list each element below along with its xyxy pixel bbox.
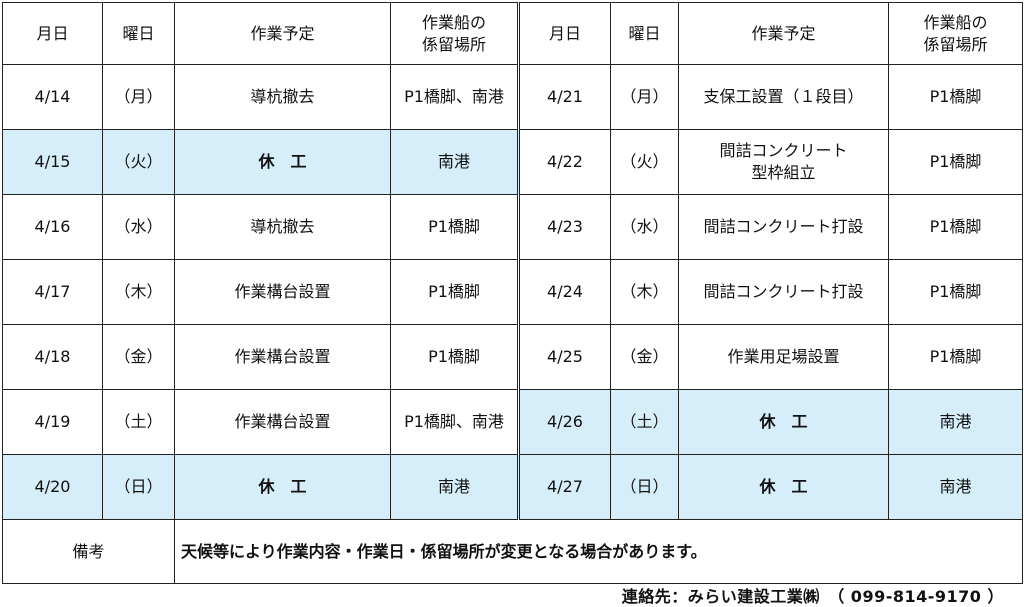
place-cell-left: 南港 — [390, 454, 520, 520]
weekday-cell-left: （金） — [102, 324, 175, 390]
work-cell-right: 支保工設置（１段目） — [678, 64, 889, 130]
header-row: 月日 曜日 作業予定 作業船の 係留場所 月日 曜日 作業予定 作業船の 係留場… — [2, 2, 1023, 65]
work-line2: 型枠組立 — [751, 163, 816, 182]
work-cell-right: 作業用足場設置 — [678, 324, 889, 390]
header-mooring-line2: 係留場所 — [421, 34, 486, 54]
date-cell-right: 4/26 — [518, 389, 611, 455]
weekday-cell-left: （土） — [102, 389, 175, 455]
place-cell-left: P1橋脚 — [390, 324, 520, 390]
date-cell-left: 4/18 — [2, 324, 103, 390]
weekday-cell-left: （木） — [102, 259, 175, 325]
remarks-label: 備考 — [2, 519, 175, 584]
weekday-cell-left: （水） — [102, 194, 175, 260]
weekday-cell-right: （月） — [610, 64, 679, 130]
work-cell-right: 間詰コンクリート打設 — [678, 194, 889, 260]
work-cell-left: 導杭撤去 — [174, 194, 391, 260]
date-cell-right: 4/24 — [518, 259, 611, 325]
place-cell-right: 南港 — [888, 389, 1023, 455]
header-mooring-line1-right: 作業船の — [923, 12, 988, 32]
date-cell-right: 4/27 — [518, 454, 611, 520]
remarks-text: 天候等により作業内容・作業日・係留場所が変更となる場合があります。 — [174, 519, 1023, 584]
header-mooring-place-right: 作業船の 係留場所 — [888, 2, 1023, 65]
work-cell-left: 休 工 — [174, 454, 391, 520]
place-cell-left: P1橋脚 — [390, 259, 520, 325]
date-cell-right: 4/23 — [518, 194, 611, 260]
place-cell-right: P1橋脚 — [888, 129, 1023, 195]
date-cell-right: 4/21 — [518, 64, 611, 130]
weekday-cell-right: （日） — [610, 454, 679, 520]
place-cell-left: P1橋脚 — [390, 194, 520, 260]
weekday-cell-right: （木） — [610, 259, 679, 325]
header-weekday: 曜日 — [102, 2, 175, 65]
date-cell-right: 4/22 — [518, 129, 611, 195]
weekday-cell-left: （日） — [102, 454, 175, 520]
date-cell-left: 4/19 — [2, 389, 103, 455]
date-cell-left: 4/15 — [2, 129, 103, 195]
header-mooring-line2-right: 係留場所 — [923, 34, 988, 54]
header-mooring-place: 作業船の 係留場所 — [390, 2, 520, 65]
header-work-plan: 作業予定 — [174, 2, 391, 65]
header-weekday-right: 曜日 — [610, 2, 679, 65]
work-line1: 間詰コンクリート — [719, 141, 848, 160]
weekday-cell-right: （火） — [610, 129, 679, 195]
place-cell-right: P1橋脚 — [888, 194, 1023, 260]
weekday-cell-right: （金） — [610, 324, 679, 390]
header-month-day: 月日 — [2, 2, 103, 65]
remarks-row: 備考 天候等により作業内容・作業日・係留場所が変更となる場合があります。 — [2, 519, 1023, 584]
work-cell-right: 休 工 — [678, 454, 889, 520]
date-cell-left: 4/20 — [2, 454, 103, 520]
weekday-cell-left: （火） — [102, 129, 175, 195]
work-cell-left: 作業構台設置 — [174, 324, 391, 390]
place-cell-left: 南港 — [390, 129, 520, 195]
header-mooring-line1: 作業船の — [421, 12, 486, 32]
work-cell-right: 間詰コンクリート型枠組立 — [678, 129, 889, 195]
place-cell-left: P1橋脚、南港 — [390, 389, 520, 455]
work-cell-left: 作業構台設置 — [174, 389, 391, 455]
header-month-day-right: 月日 — [518, 2, 611, 65]
place-cell-right: 南港 — [888, 454, 1023, 520]
date-cell-right: 4/25 — [518, 324, 611, 390]
weekday-cell-right: （水） — [610, 194, 679, 260]
date-cell-left: 4/17 — [2, 259, 103, 325]
work-cell-right: 間詰コンクリート打設 — [678, 259, 889, 325]
work-cell-right: 休 工 — [678, 389, 889, 455]
date-cell-left: 4/16 — [2, 194, 103, 260]
place-cell-right: P1橋脚 — [888, 259, 1023, 325]
place-cell-right: P1橋脚 — [888, 324, 1023, 390]
place-cell-right: P1橋脚 — [888, 64, 1023, 130]
weekday-cell-right: （土） — [610, 389, 679, 455]
place-cell-left: P1橋脚、南港 — [390, 64, 520, 130]
contact-info: 連絡先：みらい建設工業㈱ （ 099-814-9170 ） — [621, 587, 1004, 606]
date-cell-left: 4/14 — [2, 64, 103, 130]
schedule-table: 月日 曜日 作業予定 作業船の 係留場所 月日 曜日 作業予定 作業船の 係留場… — [2, 2, 1023, 584]
work-cell-left: 導杭撤去 — [174, 64, 391, 130]
work-cell-left: 作業構台設置 — [174, 259, 391, 325]
work-cell-left: 休 工 — [174, 129, 391, 195]
header-work-plan-right: 作業予定 — [678, 2, 889, 65]
weekday-cell-left: （月） — [102, 64, 175, 130]
